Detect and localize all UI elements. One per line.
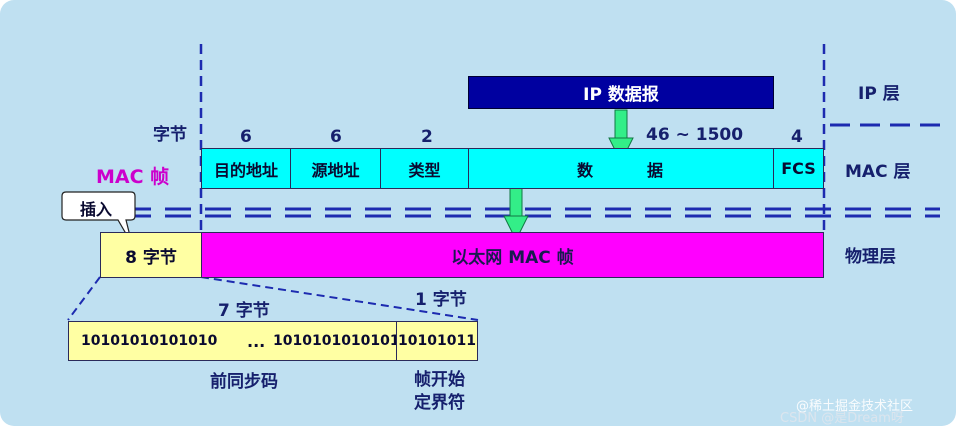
- sfd-caption-line1: 帧开始: [414, 370, 465, 390]
- ip-layer-label: IP 层: [858, 84, 900, 104]
- ethernet-mac-frame-box: 以太网 MAC 帧: [201, 232, 824, 278]
- seven-bytes-label: 7 字节: [218, 301, 270, 321]
- preamble-bits-ellipsis: ...: [247, 331, 266, 351]
- preamble-caption: 前同步码: [210, 372, 278, 392]
- preamble-bits-last: 10101010101010: [273, 333, 410, 349]
- expand-line-left: [67, 276, 101, 321]
- sfd-caption-line2: 定界符: [414, 393, 465, 413]
- preamble-bits-box: 10101010101010 ... 10101010101010: [68, 321, 409, 361]
- field-destination-address-label: 目的地址: [213, 160, 278, 180]
- mac-frame-title: MAC 帧: [96, 166, 170, 188]
- field-source-address-label: 源地址: [311, 160, 360, 180]
- field-fcs: FCS: [773, 148, 824, 189]
- watermark-juejin: @稀土掘金技术社区: [796, 399, 914, 414]
- preamble-box-label: 8 字节: [125, 247, 177, 268]
- byte-count-type: 2: [421, 127, 433, 147]
- field-destination-address: 目的地址: [201, 148, 291, 189]
- sfd-bits-label: 10101011: [398, 333, 476, 349]
- field-data-label-part2: 据: [647, 160, 664, 180]
- byte-count-fcs: 4: [791, 127, 803, 147]
- ip-datagram-box: IP 数据报: [468, 76, 774, 109]
- physical-layer-label: 物理层: [845, 247, 896, 267]
- byte-count-src: 6: [330, 127, 342, 147]
- one-byte-label: 1 字节: [415, 290, 467, 310]
- field-data-label-part1: 数: [577, 160, 594, 180]
- mac-layer-label: MAC 层: [845, 162, 911, 182]
- preamble-box: 8 字节: [100, 232, 202, 278]
- byte-row-label: 字节: [153, 125, 187, 145]
- watermark-csdn: CSDN @是Dream呀: [780, 411, 904, 426]
- preamble-bits-first: 10101010101010: [81, 333, 218, 349]
- ip-datagram-label: IP 数据报: [583, 85, 659, 105]
- field-data: 数 据: [468, 148, 774, 189]
- field-fcs-label: FCS: [781, 159, 816, 178]
- expand-line-right: [200, 276, 479, 321]
- byte-count-data: 46 ~ 1500: [646, 125, 744, 145]
- insert-callout-label: 插入: [80, 200, 113, 219]
- field-type: 类型: [380, 148, 469, 189]
- field-type-label: 类型: [408, 160, 441, 180]
- byte-count-dest: 6: [240, 127, 252, 147]
- field-source-address: 源地址: [290, 148, 381, 189]
- sfd-bits-box: 10101011: [396, 321, 478, 361]
- ethernet-mac-frame-label: 以太网 MAC 帧: [451, 247, 574, 268]
